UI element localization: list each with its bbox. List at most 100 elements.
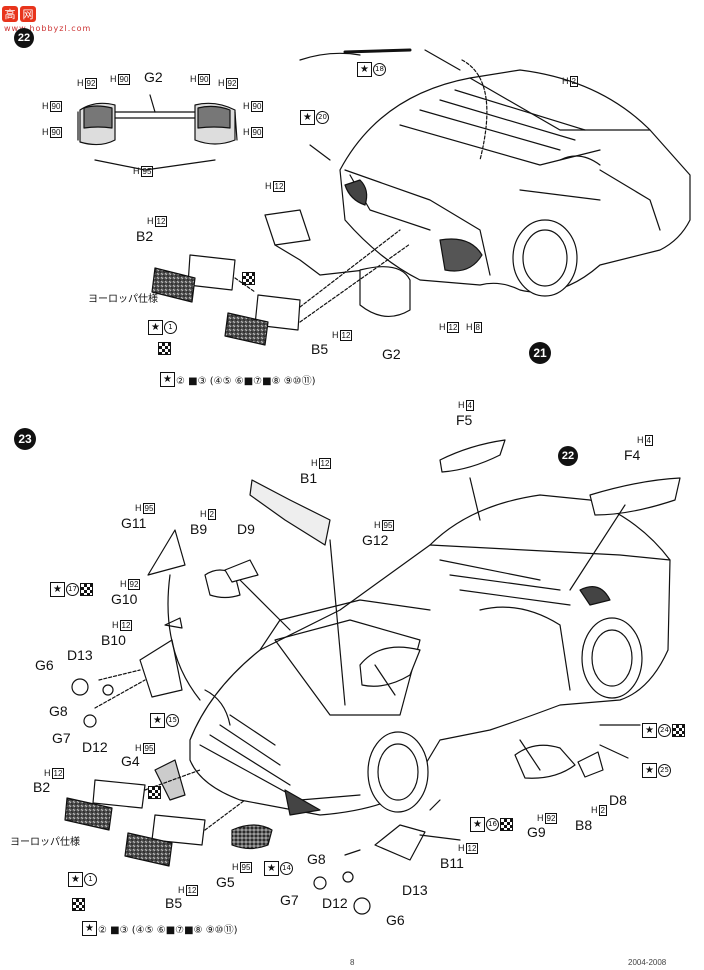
step-22-marker: 22 — [14, 28, 34, 48]
part-f4: F4 — [624, 447, 641, 463]
paint-code: 12 — [272, 181, 286, 192]
part-b2-top: B2 — [136, 228, 154, 244]
part-f5: F5 — [456, 412, 473, 428]
paint-code: 12 — [154, 216, 168, 227]
decal-star-icon: ★ — [470, 817, 485, 832]
paint-code: 90 — [197, 74, 211, 85]
paint-code: 90 — [49, 101, 63, 112]
paint-code: 12 — [339, 330, 353, 341]
decal-star-icon: ★ — [150, 713, 165, 728]
part-g2-top: G2 — [144, 69, 163, 85]
paint-code: 4 — [465, 400, 474, 411]
part-g5: G5 — [216, 874, 235, 890]
part-g9: G9 — [527, 824, 546, 840]
paint-code: 95 — [239, 862, 253, 873]
paint-code: 92 — [544, 813, 558, 824]
part-b5-bottom: B5 — [165, 895, 183, 911]
marking-diamond-bottom — [148, 786, 161, 799]
decal-badge-20: ★20 — [300, 110, 329, 125]
decal-number: 20 — [316, 111, 329, 124]
part-g4: G4 — [121, 753, 140, 769]
decal-star-icon: ★ — [642, 723, 657, 738]
paint-code: 12 — [185, 885, 199, 896]
europe-label-top: ヨーロッパ仕様 — [88, 294, 158, 305]
paint-code: 12 — [446, 322, 460, 333]
decal-badge-24: ★24 — [642, 723, 685, 738]
paint-code: 90 — [250, 127, 264, 138]
paint-code: 95 — [142, 743, 156, 754]
decal-star-icon: ★ — [50, 582, 65, 597]
marking-diamond-top — [158, 342, 171, 355]
decal-badge-18: ★18 — [357, 62, 386, 77]
marking-diamond-icon — [72, 898, 85, 911]
logo-glyph: 高 — [2, 6, 18, 22]
part-g7-right: G7 — [280, 892, 299, 908]
paint-code: 2 — [598, 805, 607, 816]
paint-code: 95 — [381, 520, 395, 531]
decal-badge-17: ★17 — [50, 582, 93, 597]
marking-diamond-icon — [500, 818, 513, 831]
decal-sequence-text: ② ■③ (④⑤ ⑥■⑦■⑧ ⑨⑩⑪) — [176, 376, 316, 387]
marking-diamond-icon — [158, 342, 171, 355]
marking-diamond-icon — [148, 786, 161, 799]
paint-code: 92 — [225, 78, 239, 89]
decal-badge-15: ★15 — [150, 713, 179, 728]
marking-diamond-icon — [80, 583, 93, 596]
paint-code: 12 — [465, 843, 479, 854]
decal-number: 18 — [373, 63, 386, 76]
part-g8-left: G8 — [49, 703, 68, 719]
part-d13-left: D13 — [67, 647, 93, 663]
watermark-url: www.hobbyzl.com — [4, 24, 92, 33]
decal-badge-16: ★16 — [470, 817, 513, 832]
paint-code: 92 — [84, 78, 98, 89]
paint-code: 2 — [207, 509, 216, 520]
footer-code: 2004-2008 — [628, 958, 667, 967]
decal-badge-14: ★14 — [264, 861, 293, 876]
paint-code: 95 — [140, 166, 154, 177]
marking-diamond-bottom-2 — [72, 898, 85, 911]
paint-code: 8 — [473, 322, 482, 333]
page-number: 8 — [350, 958, 355, 967]
decal-star-icon: ★ — [357, 62, 372, 77]
paint-code: 12 — [51, 768, 65, 779]
car-body-front — [189, 494, 671, 816]
part-b8: B8 — [575, 817, 593, 833]
tail-light-assembly — [77, 94, 238, 171]
marking-diamond-icon — [242, 272, 255, 285]
bottom-loose-parts — [64, 439, 681, 915]
part-d12-left: D12 — [82, 739, 108, 755]
decal-star-icon: ★ — [264, 861, 279, 876]
decal-number: 15 — [166, 714, 179, 727]
part-d9: D9 — [237, 521, 255, 537]
part-g11: G11 — [121, 515, 147, 531]
part-g10: G10 — [111, 591, 138, 607]
paint-code: 92 — [127, 579, 141, 590]
part-d12-right: D12 — [322, 895, 348, 911]
paint-code: 90 — [49, 127, 63, 138]
decal-number: 1 — [84, 873, 97, 886]
step-23-marker: 23 — [14, 428, 36, 450]
decal-star-icon: ★ — [160, 372, 175, 387]
